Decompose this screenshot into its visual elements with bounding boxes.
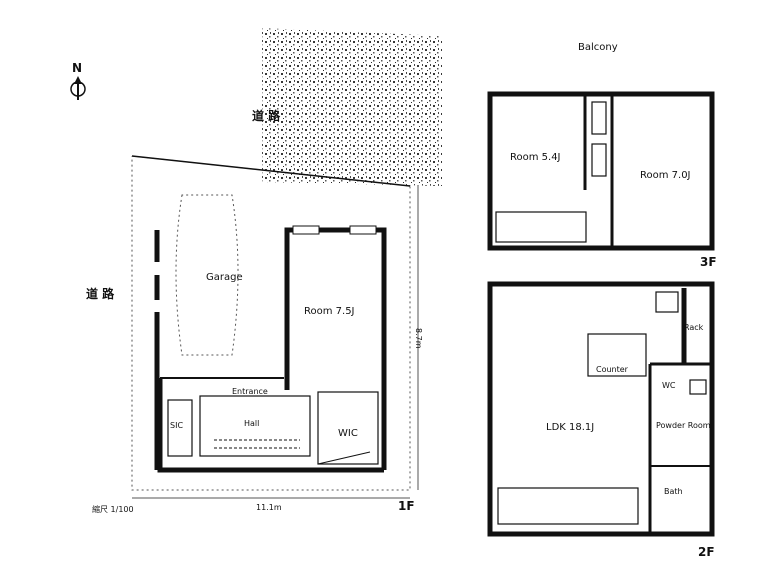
street-label-north: 道 路 bbox=[252, 108, 281, 123]
balcony-label: Balcony bbox=[578, 42, 618, 53]
dimension-right-1f: 8.7m bbox=[414, 328, 423, 349]
compass-north-label: N bbox=[72, 61, 82, 75]
room-label-wc: WC bbox=[662, 381, 676, 390]
room-label-powder: Powder Room bbox=[656, 421, 711, 430]
dimension-bottom-1f: 11.1m bbox=[256, 503, 282, 512]
room-label-bath: Bath bbox=[664, 487, 683, 496]
room-label-sic: SIC bbox=[170, 421, 183, 430]
room-label-rack: Rack bbox=[684, 323, 704, 332]
compass: N bbox=[70, 61, 86, 100]
room-label-garage: Garage bbox=[206, 272, 243, 283]
floor3-plan: Balcony Room 5.4J Room 7.0J 3F bbox=[487, 42, 717, 269]
room-label-ldk: LDK 18.1J bbox=[546, 422, 594, 433]
room-label-hall: Hall bbox=[244, 419, 259, 428]
room-label-main-1f: Room 7.5J bbox=[304, 306, 355, 317]
floor-label-3f: 3F bbox=[700, 255, 717, 269]
street-label-west: 道 路 bbox=[86, 286, 115, 301]
room-label-3f-b: Room 7.0J bbox=[640, 170, 691, 181]
room-label-wic: WIC bbox=[338, 428, 358, 439]
scale-note: 縮尺 1/100 bbox=[92, 504, 134, 514]
floor-label-1f: 1F bbox=[398, 499, 415, 513]
floor-label-2f: 2F bbox=[698, 545, 715, 559]
compass-arrow-icon bbox=[70, 76, 86, 100]
site-boundary bbox=[131, 155, 411, 491]
room-label-entrance: Entrance bbox=[232, 387, 268, 396]
room-label-3f-a: Room 5.4J bbox=[510, 152, 561, 163]
room-label-counter: Counter bbox=[596, 365, 629, 374]
floor1-plan: Garage Room 7.5J Entrance Hall SIC WIC 1… bbox=[92, 186, 423, 514]
road-hatch-area bbox=[262, 28, 442, 186]
floor2-plan: Rack Counter LDK 18.1J Powder Room Bath … bbox=[487, 281, 715, 559]
